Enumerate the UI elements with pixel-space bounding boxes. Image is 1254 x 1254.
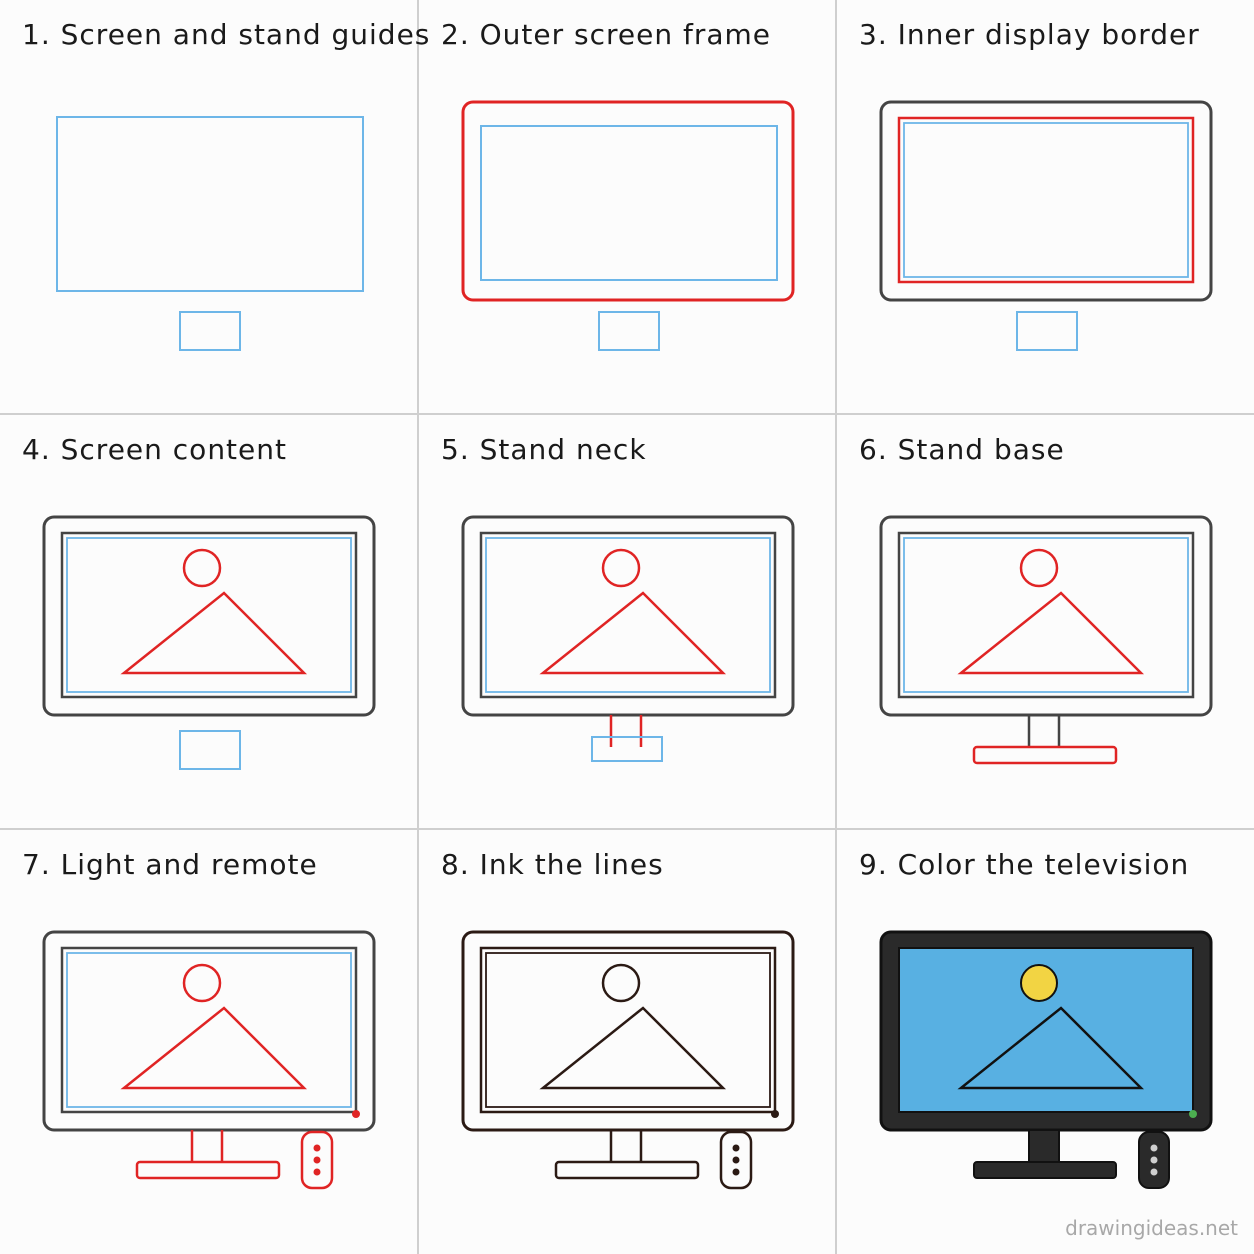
mountain-triangle <box>539 1006 727 1090</box>
step-title: 7. Light and remote <box>22 848 318 881</box>
mountain-triangle <box>957 591 1145 675</box>
inner-display <box>485 537 771 693</box>
stand-guide <box>1016 311 1078 351</box>
step-panel-5: 5. Stand neck <box>419 415 835 828</box>
power-light <box>352 1110 360 1118</box>
mountain-triangle <box>539 591 727 675</box>
watermark: drawingideas.net <box>1065 1216 1238 1240</box>
stand-base <box>972 745 1118 765</box>
base-guide <box>591 736 663 762</box>
inner-display <box>66 537 352 693</box>
step-panel-6: 6. Stand base <box>837 415 1254 828</box>
outer-frame <box>42 930 376 1132</box>
step-panel-2: 2. Outer screen frame <box>419 0 835 413</box>
outer-frame <box>461 515 795 717</box>
stand-base <box>554 1160 700 1180</box>
remote-button <box>1150 1168 1158 1176</box>
remote-button <box>313 1156 321 1164</box>
step-panel-7: 7. Light and remote <box>0 830 417 1254</box>
step-drawing <box>461 930 795 1190</box>
step-drawing <box>461 100 795 351</box>
remote-button <box>313 1144 321 1152</box>
step-drawing <box>879 515 1213 765</box>
outer-frame <box>461 930 795 1132</box>
sun-circle <box>182 548 222 588</box>
step-panel-3: 3. Inner display border <box>837 0 1254 413</box>
outer-frame <box>879 100 1213 302</box>
sun-circle <box>1020 964 1058 1002</box>
stand-neck <box>1028 1129 1060 1163</box>
tv-drawing <box>879 100 1213 351</box>
step-drawing <box>56 116 364 351</box>
power-light <box>771 1110 779 1118</box>
mountain-triangle <box>120 1006 308 1090</box>
inner-border <box>60 946 358 1114</box>
step-title: 5. Stand neck <box>441 433 647 466</box>
step-drawing <box>461 515 795 762</box>
inner-border <box>479 946 777 1114</box>
screen-guide <box>480 125 778 281</box>
tv-drawing <box>879 515 1213 765</box>
mountain-triangle <box>957 1006 1145 1090</box>
step-title: 1. Screen and stand guides <box>22 18 431 51</box>
step-panel-4: 4. Screen content <box>0 415 417 828</box>
tv-drawing <box>461 515 795 762</box>
remote-button <box>1150 1144 1158 1152</box>
step-panel-1: 1. Screen and stand guides <box>0 0 429 413</box>
sun-circle <box>182 963 222 1003</box>
remote <box>719 1130 753 1190</box>
grid-divider <box>417 0 419 1254</box>
tv-drawing <box>42 515 376 770</box>
step-drawing <box>879 100 1213 351</box>
power-light <box>1189 1110 1197 1118</box>
step-title: 6. Stand base <box>859 433 1065 466</box>
remote-button <box>732 1168 740 1176</box>
step-panel-9: 9. Color the television <box>837 830 1254 1254</box>
tv-drawing <box>56 116 364 351</box>
screen-guide <box>56 116 364 292</box>
step-title: 3. Inner display border <box>859 18 1200 51</box>
outer-frame <box>879 515 1213 717</box>
sun-circle <box>1019 548 1059 588</box>
remote <box>300 1130 334 1190</box>
step-title: 9. Color the television <box>859 848 1190 881</box>
inner-display <box>903 537 1189 693</box>
stand-base <box>973 1161 1117 1179</box>
step-drawing <box>42 515 376 770</box>
stand-guide <box>179 311 241 351</box>
grid-divider <box>0 828 1254 830</box>
step-title: 8. Ink the lines <box>441 848 664 881</box>
outer-frame <box>42 515 376 717</box>
tv-drawing <box>461 100 795 351</box>
tv-drawing <box>879 930 1213 1189</box>
sun-circle <box>601 548 641 588</box>
tv-drawing <box>42 930 376 1190</box>
inner-border <box>897 531 1195 699</box>
inner-display <box>485 952 771 1108</box>
remote-button <box>732 1156 740 1164</box>
remote-button <box>313 1168 321 1176</box>
mountain-triangle <box>120 591 308 675</box>
sun-circle <box>601 963 641 1003</box>
inner-border <box>897 116 1195 284</box>
step-title: 4. Screen content <box>22 433 287 466</box>
grid-divider <box>0 413 1254 415</box>
outer-frame <box>461 100 795 302</box>
step-drawing <box>42 930 376 1190</box>
stand-base <box>135 1160 281 1180</box>
grid-divider <box>835 0 837 1254</box>
tv-drawing <box>461 930 795 1190</box>
remote-button <box>1150 1156 1158 1164</box>
step-drawing <box>879 930 1213 1189</box>
inner-border <box>479 531 777 699</box>
inner-display <box>903 122 1189 278</box>
stand-guide <box>179 730 241 770</box>
step-panel-8: 8. Ink the lines <box>419 830 835 1254</box>
step-title: 2. Outer screen frame <box>441 18 772 51</box>
inner-display <box>66 952 352 1108</box>
stand-guide <box>598 311 660 351</box>
remote-button <box>732 1144 740 1152</box>
inner-border <box>60 531 358 699</box>
